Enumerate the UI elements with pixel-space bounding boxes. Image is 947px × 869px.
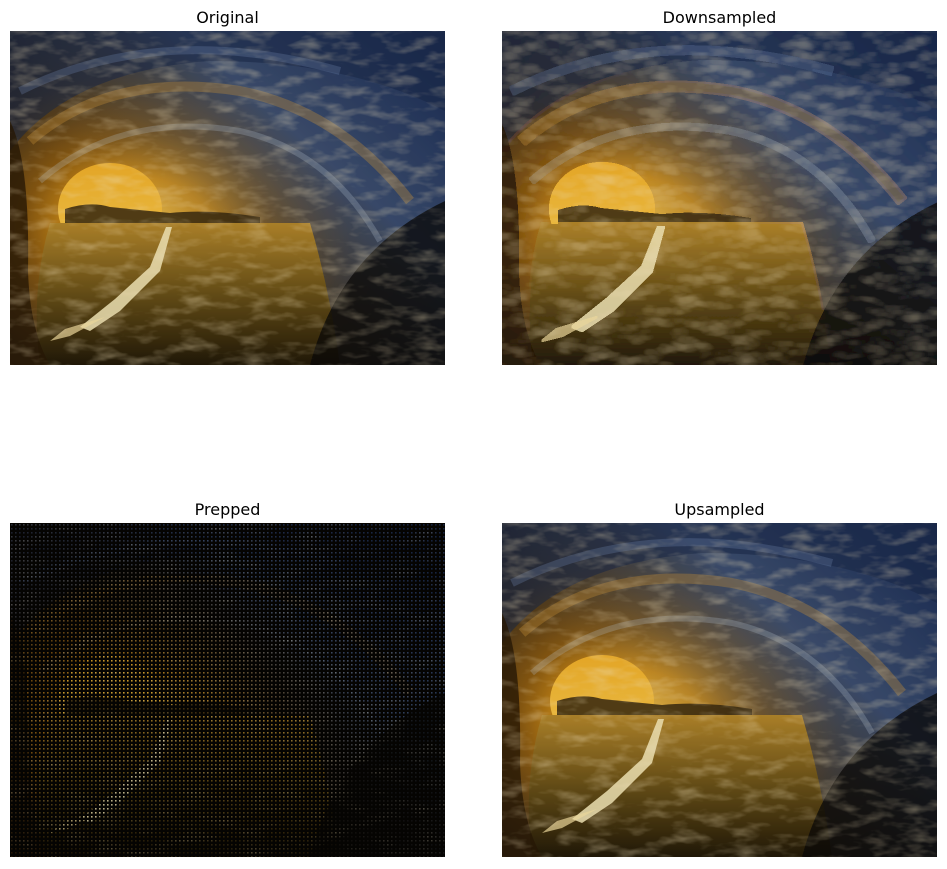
original-image (10, 31, 445, 365)
prepped-image (10, 523, 445, 857)
panel-title-downsampled: Downsampled (662, 8, 777, 27)
panel-title-upsampled: Upsampled (674, 500, 765, 519)
downsampled-image (502, 31, 937, 365)
panel-title-prepped: Prepped (194, 500, 261, 519)
upsampled-image (502, 523, 937, 857)
panel-title-original: Original (196, 8, 259, 27)
